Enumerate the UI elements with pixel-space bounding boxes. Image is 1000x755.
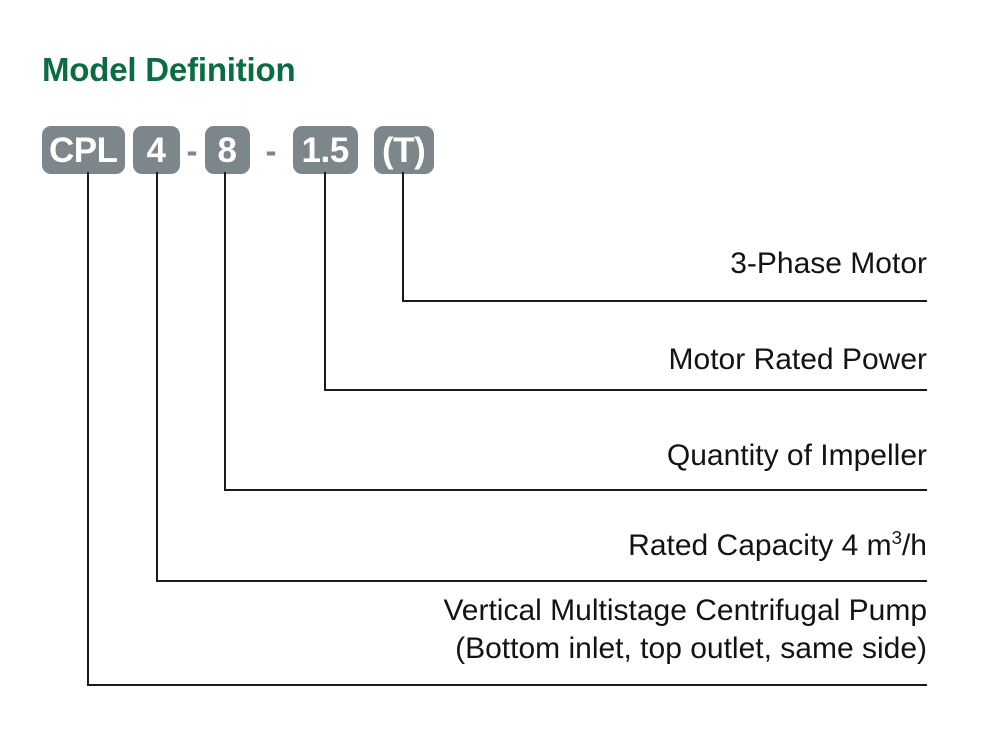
callout-3-phase-motor-rule xyxy=(402,300,927,302)
callout-3-phase-motor: 3-Phase Motor xyxy=(730,246,927,282)
badge-rated-capacity: 4 xyxy=(132,126,180,174)
separator-dash-2: - xyxy=(265,131,277,169)
callout-quantity-of-impeller-stem xyxy=(224,172,226,491)
callout-3-phase-motor-stem xyxy=(402,172,404,302)
callout-pump-type-text-line-2: (Bottom inlet, top outlet, same side) xyxy=(455,632,927,665)
separator-dash-1: - xyxy=(186,131,198,169)
badge-phase-suffix: (T) xyxy=(373,126,434,174)
callout-pump-type-text-line-1: Vertical Multistage Centrifugal Pump xyxy=(443,594,927,627)
callout-3-phase-motor-text-line-1: 3-Phase Motor xyxy=(730,247,927,280)
callout-quantity-of-impeller-rule xyxy=(224,489,927,491)
callout-pump-type-rule xyxy=(87,684,927,686)
page-title: Model Definition xyxy=(42,51,296,88)
callout-rated-capacity: Rated Capacity 4 m3/h xyxy=(628,528,927,564)
callout-quantity-of-impeller-text-line-1: Quantity of Impeller xyxy=(666,439,927,472)
callout-motor-rated-power-text-line-1: Motor Rated Power xyxy=(668,343,927,376)
callout-pump-type: Vertical Multistage Centrifugal Pump (Bot… xyxy=(443,592,927,668)
callout-rated-capacity-rule xyxy=(156,580,927,582)
callout-pump-type-stem xyxy=(87,172,89,686)
model-code-row: CPL 4 - 8 - 1.5 (T) xyxy=(42,126,434,174)
callout-quantity-of-impeller: Quantity of Impeller xyxy=(667,438,927,474)
badge-impeller-count: 8 xyxy=(204,126,250,174)
callout-rated-capacity-superscript: 3 xyxy=(891,527,902,548)
callout-motor-rated-power-stem xyxy=(324,172,326,391)
callout-rated-capacity-text: Rated Capacity 4 m3/h xyxy=(628,527,927,562)
callout-motor-rated-power: Motor Rated Power xyxy=(669,342,927,378)
badge-series-code: CPL xyxy=(42,126,125,174)
callout-motor-rated-power-rule xyxy=(324,389,927,391)
badge-motor-power: 1.5 xyxy=(292,126,358,174)
callout-rated-capacity-stem xyxy=(156,172,158,582)
